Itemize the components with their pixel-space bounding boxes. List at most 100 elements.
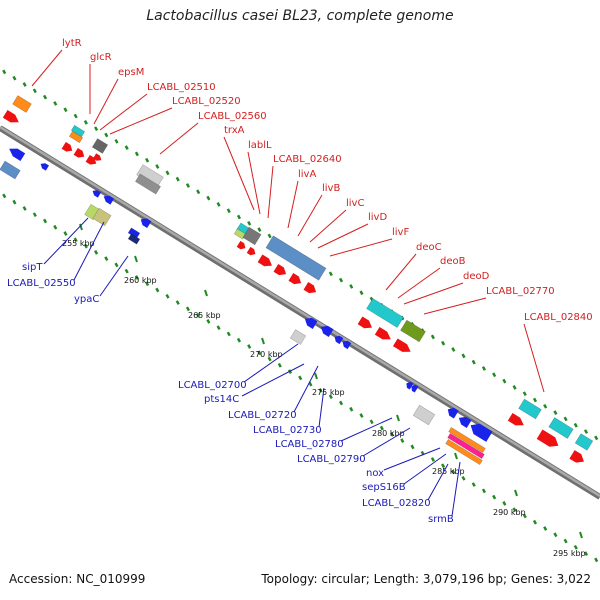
gene-arrow bbox=[273, 264, 287, 276]
gene-arrow bbox=[9, 148, 26, 162]
leader-line bbox=[423, 297, 487, 315]
gene-arrow bbox=[288, 273, 302, 285]
map-title: Lactobacillus casei BL23, complete genom… bbox=[146, 8, 454, 24]
gene-label-srmb: srmB bbox=[428, 514, 454, 525]
gene-block bbox=[0, 160, 21, 180]
scale-label: 290 kbp bbox=[493, 508, 526, 517]
gene-arrow bbox=[85, 154, 97, 165]
gc-dot bbox=[573, 422, 578, 428]
gene-label-trxa: trxA bbox=[224, 125, 245, 136]
leader-line bbox=[317, 223, 369, 249]
scale-tick bbox=[454, 452, 458, 460]
gene-block bbox=[68, 130, 84, 144]
gene-block bbox=[518, 398, 542, 420]
gc-dot bbox=[277, 362, 282, 368]
gene-block bbox=[400, 319, 426, 343]
gene-block bbox=[242, 226, 262, 246]
gc-dot bbox=[563, 538, 568, 544]
accession-text: Accession: NC_010999 bbox=[9, 572, 146, 586]
gene-label-lcabl_02770: LCABL_02770 bbox=[486, 286, 555, 297]
gene-block bbox=[447, 432, 485, 460]
gc-dot bbox=[328, 394, 333, 400]
gene-arrow bbox=[103, 195, 115, 205]
gc-dot bbox=[42, 94, 48, 100]
scale-tick bbox=[134, 255, 138, 263]
gc-dot bbox=[257, 350, 262, 356]
gene-arrow bbox=[73, 147, 85, 158]
gc-dot bbox=[349, 406, 354, 412]
genome-backbone bbox=[0, 125, 600, 500]
gene-arrow bbox=[374, 326, 391, 340]
gene-label-lcabl_02640: LCABL_02640 bbox=[273, 154, 342, 165]
gc-dot bbox=[481, 366, 486, 371]
gc-dot bbox=[461, 353, 466, 359]
gc-dot bbox=[216, 325, 221, 331]
leader-line bbox=[159, 122, 199, 155]
gene-label-lcabl_02820: LCABL_02820 bbox=[362, 498, 431, 509]
gc-dot bbox=[338, 277, 344, 283]
leader-line bbox=[329, 238, 393, 257]
gc-dot bbox=[471, 482, 476, 487]
gc-dot bbox=[236, 214, 242, 220]
gene-block bbox=[412, 404, 436, 426]
gc-dot bbox=[145, 157, 150, 163]
gc-dot bbox=[359, 413, 364, 418]
gc-dot bbox=[359, 290, 364, 296]
gc-dot bbox=[206, 195, 211, 201]
leader-line bbox=[397, 267, 441, 299]
gc-dot bbox=[165, 170, 170, 176]
gc-dot bbox=[124, 268, 129, 274]
leader-line bbox=[109, 107, 173, 135]
gene-arrow bbox=[93, 153, 102, 161]
gene-arrow bbox=[257, 254, 272, 267]
gc-dot bbox=[532, 519, 538, 525]
gene-arrow bbox=[406, 381, 414, 390]
gc-dot bbox=[338, 400, 344, 406]
gc-dot bbox=[104, 132, 109, 138]
gene-block bbox=[127, 233, 141, 245]
leader-line bbox=[43, 217, 89, 265]
gc-dot bbox=[594, 435, 599, 441]
gene-block bbox=[289, 329, 307, 345]
gc-dot bbox=[543, 403, 548, 409]
scale-label: 270 kbp bbox=[250, 350, 283, 359]
leader-line bbox=[523, 323, 545, 393]
gc-dot bbox=[553, 532, 558, 538]
leader-line bbox=[223, 136, 255, 211]
gene-label-lcabl_02840: LCABL_02840 bbox=[524, 312, 593, 323]
gene-block bbox=[448, 426, 486, 454]
gc-dot bbox=[32, 212, 37, 218]
leader-line bbox=[403, 282, 464, 305]
gene-arrow bbox=[458, 416, 472, 428]
gene-arrow bbox=[470, 423, 493, 442]
gene-label-livb: livB bbox=[322, 183, 340, 194]
gc-dot bbox=[42, 218, 48, 224]
gene-label-liva: livA bbox=[298, 169, 316, 180]
gc-dot bbox=[94, 250, 99, 255]
gc-dot bbox=[175, 176, 180, 182]
gene-label-livd: livD bbox=[368, 212, 387, 223]
scale-tick bbox=[579, 531, 583, 539]
scale-label: 280 kbp bbox=[372, 429, 405, 438]
gene-arrow bbox=[507, 412, 524, 426]
gc-dot bbox=[247, 220, 252, 226]
gc-dot bbox=[247, 344, 252, 349]
scale-tick bbox=[514, 489, 518, 497]
gene-label-nox: nox bbox=[366, 468, 384, 479]
gene-label-seps16b: sepS16B bbox=[362, 482, 406, 493]
gc-dot bbox=[481, 488, 486, 494]
gene-label-livc: livC bbox=[346, 198, 364, 209]
gene-arrow bbox=[40, 163, 49, 171]
scale-label: 295 kbp bbox=[553, 549, 586, 558]
leader-line bbox=[99, 255, 129, 297]
gene-arrow bbox=[569, 450, 584, 463]
gc-dot bbox=[22, 82, 27, 87]
gene-arrow bbox=[447, 407, 459, 419]
gc-dot bbox=[104, 256, 109, 261]
gc-dot bbox=[94, 126, 99, 132]
gene-block bbox=[91, 138, 109, 154]
scale-tick bbox=[396, 414, 400, 422]
gene-label-ypac: ypaC bbox=[74, 294, 99, 305]
gene-label-epsm: epsM bbox=[118, 67, 144, 78]
gene-arrow bbox=[334, 335, 344, 345]
